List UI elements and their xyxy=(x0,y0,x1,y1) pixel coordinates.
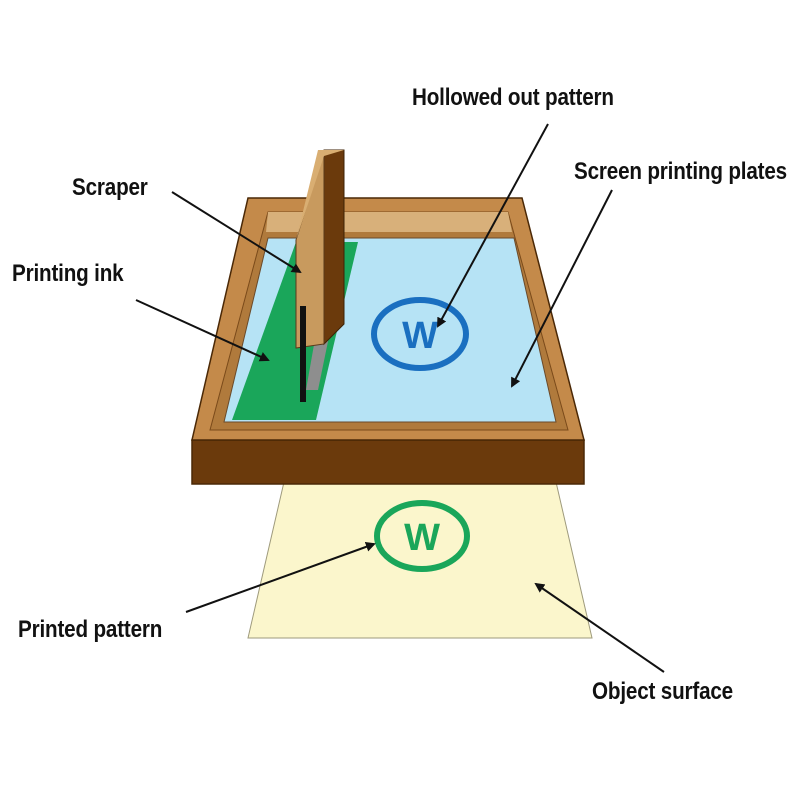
arrow-scraper xyxy=(171,191,302,274)
scraper-top xyxy=(296,150,344,240)
arrow-object-surface xyxy=(534,582,665,673)
arrow-printed-pattern xyxy=(185,542,376,613)
printed-pattern: W xyxy=(374,500,470,572)
hollowed-out-pattern: W xyxy=(371,297,469,371)
scraper xyxy=(295,149,345,402)
arrow-printing-ink xyxy=(135,299,270,362)
printed-letter: W xyxy=(404,517,440,559)
label-hollowed-out-pattern: Hollowed out pattern xyxy=(412,84,614,111)
scraper-side xyxy=(323,149,345,346)
label-object-surface: Object surface xyxy=(592,678,733,705)
arrow-hollowed-out-pattern xyxy=(437,123,549,328)
arrow-screen-printing-plates xyxy=(511,189,613,388)
scraper-blade xyxy=(300,306,306,402)
label-scraper: Scraper xyxy=(72,174,148,201)
screen-letter: W xyxy=(402,315,438,357)
label-screen-printing-plates: Screen printing plates xyxy=(574,158,787,185)
label-printed-pattern: Printed pattern xyxy=(18,616,163,643)
frame-front-face xyxy=(191,439,585,485)
label-printing-ink: Printing ink xyxy=(12,260,124,287)
